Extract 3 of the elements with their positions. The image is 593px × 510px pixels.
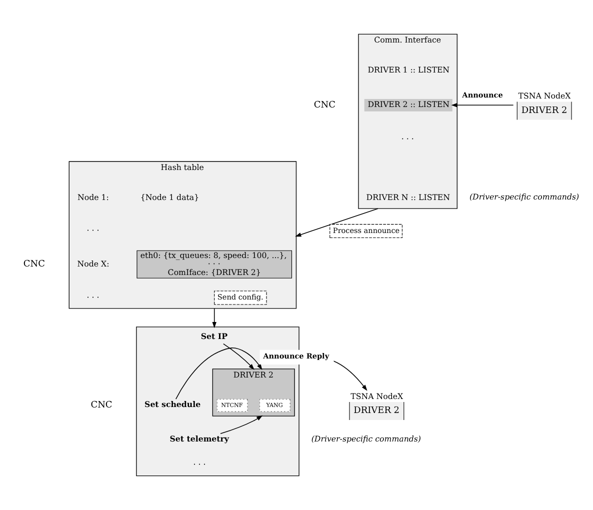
node-label: CNC: [314, 100, 336, 110]
node-label: CNC: [90, 400, 112, 411]
node-label: CNC: [23, 260, 46, 270]
